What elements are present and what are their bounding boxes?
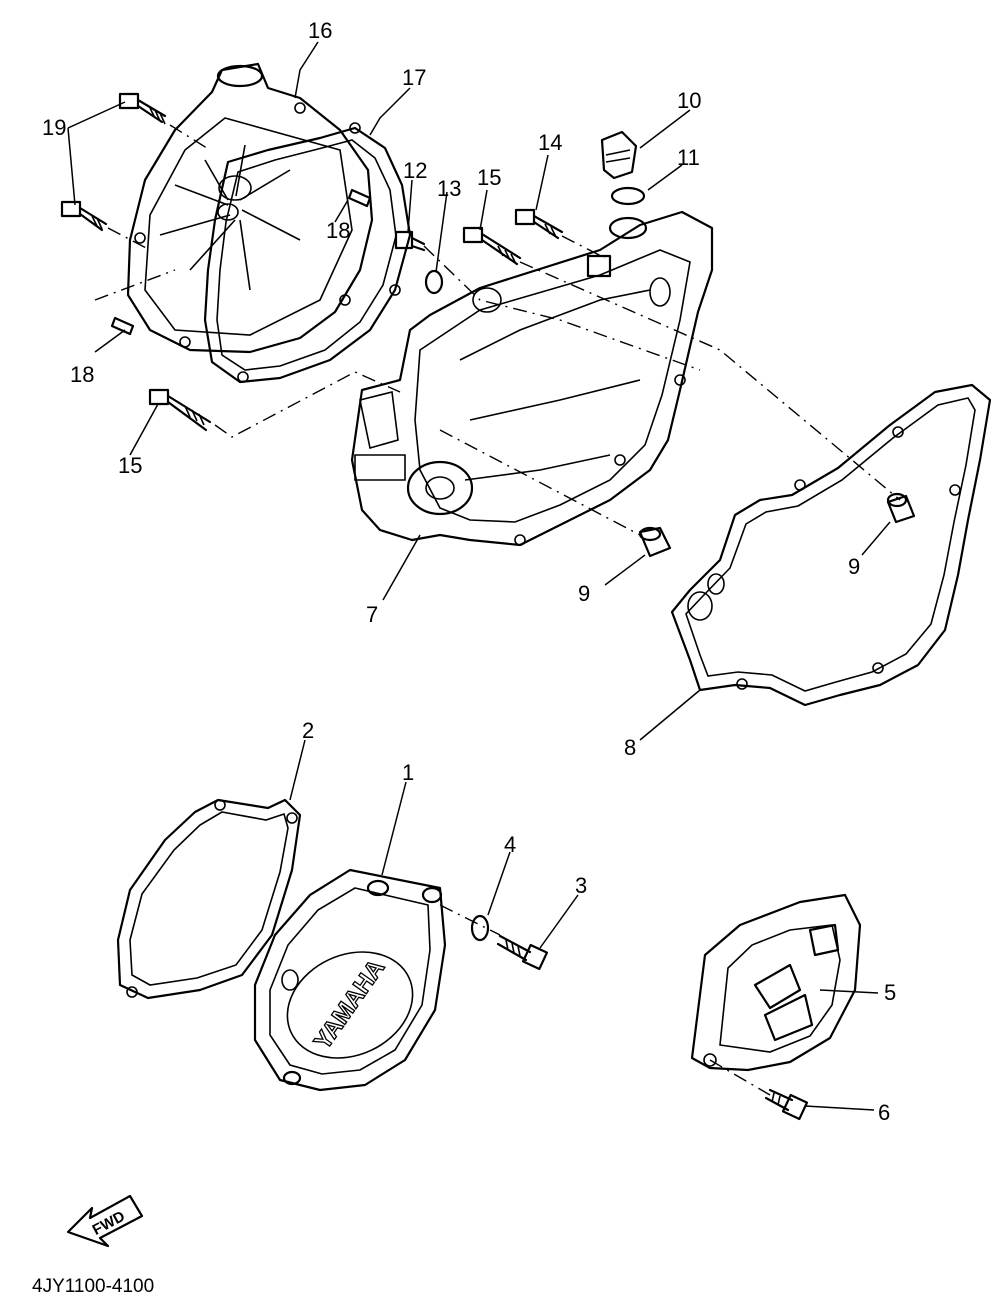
callout-11: 11 (677, 145, 700, 170)
callout-16: 16 (308, 18, 332, 43)
callout-14: 14 (538, 130, 562, 155)
assembly-line-bolt-12 (423, 245, 701, 371)
dowel-pin-part-9-right (886, 492, 916, 524)
assembly-line-bolt-6 (709, 1059, 771, 1096)
callout-15-left: 15 (118, 453, 142, 478)
magneto-gasket-part-2 (116, 798, 302, 1000)
callout-8: 8 (624, 735, 636, 760)
callout-labels: 16 17 19 10 11 14 12 13 15 18 18 15 7 9 … (42, 18, 896, 1125)
dowel-pin-part-18-lower (110, 316, 135, 336)
callout-17: 17 (402, 65, 426, 90)
callout-6: 6 (878, 1100, 890, 1125)
bolt-part-12 (394, 230, 426, 252)
washer-part-13 (424, 269, 444, 295)
dowel-pin-part-9-left (638, 526, 672, 558)
callout-12: 12 (403, 158, 427, 183)
callout-9-left: 9 (578, 581, 590, 606)
leader-lines (67, 41, 891, 1111)
clutch-cover-part-16 (126, 62, 374, 354)
bolt-part-19-upper (118, 92, 167, 125)
callout-19: 19 (42, 115, 66, 140)
diagram-reference-code: 4JY1100-4100 (32, 1276, 154, 1297)
washer-part-4 (470, 914, 490, 942)
bolt-part-14 (514, 208, 564, 240)
dowel-pin-part-18-upper (347, 188, 372, 208)
assembly-line-bolt-19 (107, 124, 211, 251)
callout-3: 3 (575, 873, 587, 898)
callout-10: 10 (677, 88, 701, 113)
forward-direction-arrow: FWD (66, 1194, 144, 1248)
assembly-line-bolt-15-top (519, 261, 901, 501)
assembly-line-bolt-14 (561, 235, 606, 259)
oil-filler-plug-part-10 (600, 130, 638, 180)
callout-18-lower: 18 (70, 362, 94, 387)
assembly-line-pin-18 (94, 269, 176, 301)
assembly-line-bolt-15-left (214, 371, 401, 438)
callout-5: 5 (884, 980, 896, 1005)
clutch-gasket-part-17 (203, 122, 412, 384)
assembly-line-dowel-9 (439, 429, 641, 536)
callout-15-top: 15 (477, 165, 501, 190)
sprocket-guard-part-5 (690, 893, 862, 1072)
bolt-part-15-left (148, 388, 212, 432)
bolt-part-6 (764, 1088, 809, 1121)
bolt-part-15-top (462, 226, 522, 266)
crankcase-cover-part-7 (350, 210, 714, 547)
bolt-part-3 (496, 934, 549, 971)
cover-brand-logo: YAMAHA (309, 955, 390, 1055)
callout-13: 13 (437, 176, 461, 201)
callout-4: 4 (504, 832, 516, 857)
callout-1: 1 (402, 760, 414, 785)
callout-7: 7 (366, 602, 378, 627)
assembly-line-bolt-3 (439, 904, 501, 936)
o-ring-part-11 (610, 186, 646, 206)
crankcase-gasket-part-8 (670, 383, 992, 707)
callout-18-upper: 18 (326, 218, 350, 243)
callout-9-right: 9 (848, 554, 860, 579)
callout-2: 2 (302, 718, 314, 743)
magneto-cover-part-1: YAMAHA (253, 868, 447, 1092)
bolt-part-19-lower (60, 200, 108, 232)
